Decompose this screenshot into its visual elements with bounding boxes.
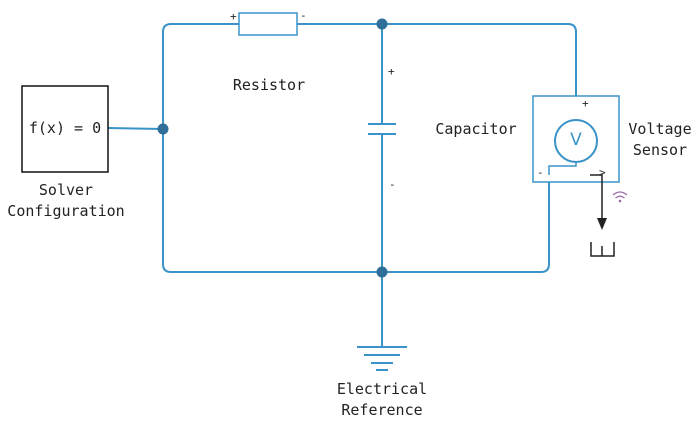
sensor-output-port: >: [599, 166, 606, 179]
terminator-icon[interactable]: [590, 242, 615, 257]
voltage-sensor-label-line1: Voltage: [628, 120, 692, 138]
wire-solver[interactable]: [107, 127, 164, 130]
electrical-reference-label-line1: Electrical: [336, 380, 428, 398]
resistor-plus-port: +: [230, 10, 237, 23]
solver-label-line2: Configuration: [7, 202, 125, 220]
signal-wireless-icon: [612, 191, 628, 203]
junction-node-bottom: [376, 266, 388, 278]
junction-nodes: [157, 18, 388, 278]
wire-node-to-sensor[interactable]: [382, 23, 577, 120]
solver-expression: f(x) = 0: [28, 119, 102, 137]
electrical-ground-icon[interactable]: [357, 346, 407, 371]
voltmeter-symbol: V: [570, 130, 582, 150]
sensor-minus-port: -: [537, 166, 544, 179]
capacitor-minus-port: -: [389, 178, 396, 191]
sensor-plus-port: +: [582, 97, 589, 110]
voltage-sensor-label-line2: Sensor: [632, 141, 688, 159]
wire-left-top[interactable]: [162, 23, 239, 129]
capacitor-plus-port: +: [388, 65, 395, 78]
sensor-signal-line: [590, 174, 603, 218]
wires: [107, 23, 577, 346]
junction-node-top: [376, 18, 388, 30]
sensor-output-arrow-icon: [597, 218, 607, 230]
solver-label-line1: Solver: [38, 181, 94, 199]
capacitor-symbol[interactable]: [368, 123, 396, 135]
junction-node-left: [157, 123, 169, 135]
solver-configuration-block[interactable]: [21, 85, 109, 173]
resistor-minus-port: -: [300, 9, 307, 22]
sensor-inner-wire: [548, 162, 577, 175]
voltage-sensor-block[interactable]: [532, 95, 620, 183]
wire-left-bottom[interactable]: [162, 129, 382, 273]
resistor-label: Resistor: [232, 76, 306, 94]
resistor-block[interactable]: [238, 12, 298, 36]
capacitor-label: Capacitor: [435, 120, 517, 138]
wire-sensor-return[interactable]: [382, 175, 550, 273]
electrical-reference-label-line2: Reference: [341, 401, 423, 419]
